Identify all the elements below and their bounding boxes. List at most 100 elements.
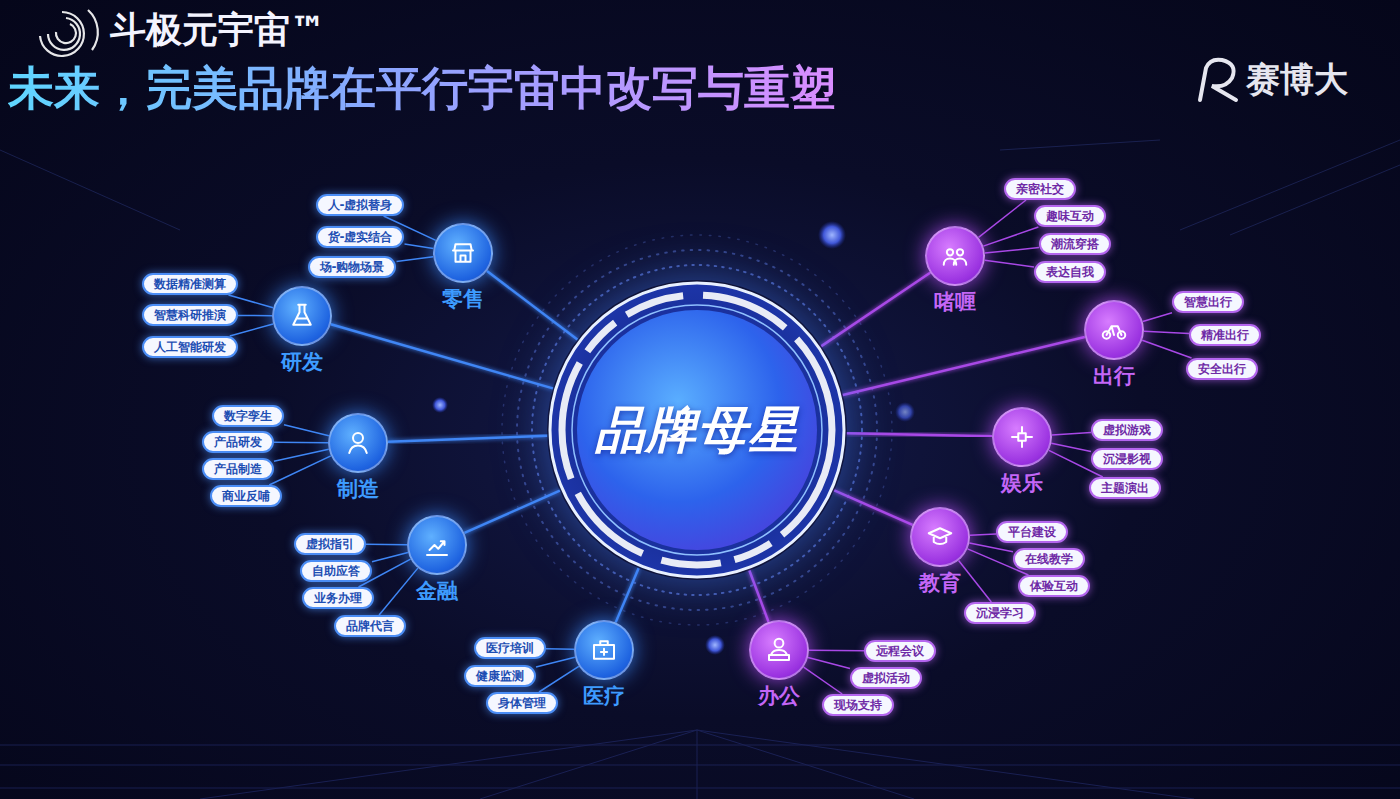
item-text: 远程会议	[876, 644, 924, 658]
grid-line	[0, 788, 1400, 789]
category-label: 金融	[416, 579, 458, 603]
category-label: 医疗	[583, 684, 625, 708]
item-text: 沉浸学习	[976, 606, 1024, 620]
icon-glyph	[293, 305, 311, 325]
category-icon	[1099, 315, 1129, 345]
item-text: 自助应答	[312, 564, 360, 578]
halo-ring	[502, 235, 892, 625]
glow-ball	[432, 397, 448, 413]
glow-ball	[818, 221, 846, 249]
category-circle: 办公	[749, 620, 809, 680]
item-text: 现场支持	[834, 698, 882, 712]
item-text: 身体管理	[498, 696, 546, 710]
item-pill: 产品制造	[202, 458, 274, 480]
item-text: 健康监测	[476, 669, 524, 683]
connector	[396, 257, 433, 262]
title-underline	[0, 129, 940, 131]
item-pill: 潮流穿搭	[1039, 233, 1111, 255]
category-label: 啫喱	[934, 290, 976, 314]
halo-ring	[517, 250, 877, 610]
item-pill: 虚拟指引	[294, 533, 366, 555]
connector	[1052, 432, 1091, 435]
item-pill: 人-虚拟替身	[316, 194, 405, 216]
connector	[331, 324, 553, 388]
hub-outer-ring	[550, 283, 844, 577]
logo-arc	[88, 10, 98, 50]
hub-arc-ring	[562, 295, 832, 565]
connector	[985, 248, 1039, 253]
item-text: 在线教学	[1025, 552, 1073, 566]
connector	[274, 449, 329, 461]
brand-logo-mark	[1200, 60, 1236, 100]
category-circle: 制造	[328, 413, 388, 473]
connector	[847, 433, 992, 436]
connector	[1142, 340, 1191, 358]
streak	[1230, 165, 1400, 235]
item-text: 医疗培训	[486, 641, 534, 655]
category-label: 教育	[919, 571, 961, 595]
item-text: 品牌代言	[346, 619, 394, 633]
connector	[1051, 443, 1091, 451]
category-icon	[940, 241, 970, 271]
category-icon	[287, 301, 317, 331]
item-text: 数据精准测算	[154, 277, 226, 291]
item-pill: 身体管理	[486, 692, 558, 714]
connector	[809, 649, 864, 651]
connector	[269, 456, 331, 485]
connector	[238, 315, 272, 317]
item-pill: 平台建设	[996, 521, 1068, 543]
item-text: 业务办理	[314, 591, 362, 605]
item-text: 虚拟指引	[306, 537, 354, 551]
grid-line	[697, 730, 914, 799]
streaks	[0, 140, 1400, 235]
connector	[749, 571, 768, 622]
category-label: 零售	[442, 287, 484, 311]
brand-name: 赛博大	[1246, 58, 1348, 100]
item-text: 货-虚实结合	[328, 230, 393, 244]
category-icon	[764, 635, 794, 665]
streak	[1000, 140, 1160, 150]
item-pill: 产品研发	[202, 431, 274, 453]
item-text: 人工智能研发	[154, 340, 226, 354]
item-text: 沉浸影视	[1103, 452, 1151, 466]
item-pill: 数字孪生	[212, 405, 284, 427]
item-pill: 智慧出行	[1172, 291, 1244, 313]
streak	[0, 150, 180, 230]
logo-arc	[48, 18, 80, 50]
hub-inner-ring	[572, 305, 822, 555]
logo-arc	[56, 24, 76, 43]
connector	[274, 442, 328, 444]
connector	[804, 667, 843, 694]
connector	[834, 490, 912, 524]
watermark: 斗极元宇宙™	[110, 8, 326, 52]
item-pill: 场-购物场景	[308, 256, 397, 278]
icon-glyph	[349, 433, 367, 453]
category-circle: 研发	[272, 286, 332, 346]
connector	[536, 657, 575, 667]
item-pill: 体验互动	[1018, 575, 1090, 597]
icon-glyph	[944, 249, 967, 265]
category-label: 出行	[1093, 364, 1135, 388]
item-pill: 品牌代言	[334, 615, 406, 637]
item-pill: 数据精准测算	[142, 273, 238, 295]
item-text: 潮流穿搭	[1051, 237, 1099, 251]
category-label: 研发	[281, 350, 323, 374]
item-pill: 在线教学	[1013, 548, 1085, 570]
glow-ball	[895, 402, 915, 422]
item-pill: 商业反哺	[210, 485, 282, 507]
category-label: 制造	[337, 477, 379, 501]
connector	[404, 244, 433, 248]
item-pill: 业务办理	[302, 587, 374, 609]
hub-disk	[577, 310, 817, 550]
connector	[487, 271, 577, 339]
item-text: 表达自我	[1046, 265, 1094, 279]
item-text: 场-购物场景	[320, 260, 385, 274]
item-text: 数字孪生	[224, 409, 272, 423]
item-text: 趣味互动	[1046, 209, 1094, 223]
connector	[230, 324, 273, 336]
item-text: 虚拟活动	[862, 671, 910, 685]
item-text: 产品研发	[214, 435, 262, 449]
item-text: 智慧出行	[1184, 295, 1232, 309]
grid-line	[697, 730, 1194, 799]
icon-glyph	[453, 244, 473, 262]
